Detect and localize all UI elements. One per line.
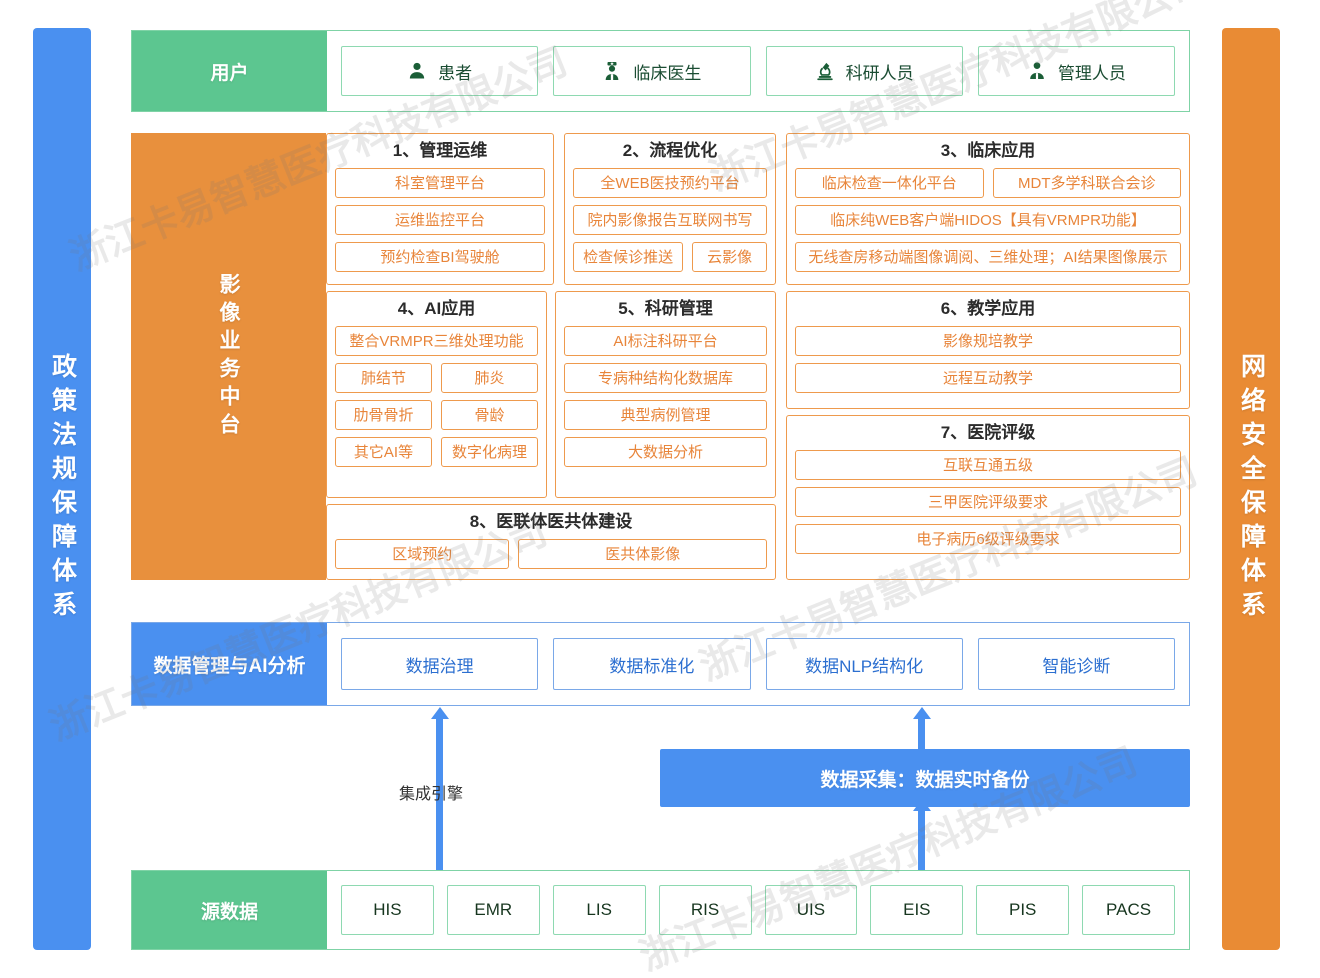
- data-card-governance[interactable]: 数据治理: [341, 638, 539, 690]
- chip-item[interactable]: 电子病历6级评级要求: [795, 524, 1181, 555]
- integration-engine-arrow: [436, 718, 443, 870]
- user-cards-container: 患者 临床医生: [327, 31, 1189, 111]
- chip-item[interactable]: 整合VRMPR三维处理功能: [335, 326, 538, 357]
- user-card-clinician[interactable]: 临床医生: [553, 46, 751, 96]
- section-hospital-rating: 7、医院评级 互联互通五级 三甲医院评级要求 电子病历6级评级要求: [786, 415, 1190, 580]
- user-card-label: 临床医生: [633, 63, 702, 83]
- section-process-optimization: 2、流程优化 全WEB医技预约平台 院内影像报告互联网书写 检查候诊推送 云影像: [564, 133, 776, 285]
- chip-item[interactable]: 肺炎: [441, 363, 538, 394]
- chip-item[interactable]: 专病种结构化数据库: [564, 363, 767, 394]
- user-card-researcher[interactable]: 科研人员: [765, 46, 963, 96]
- connector-zone: 集成引擎 数据采集：数据实时备份: [131, 706, 1190, 872]
- chip-item[interactable]: AI标注科研平台: [564, 326, 767, 357]
- source-data-label: 源数据: [132, 871, 327, 949]
- user-layer-label: 用户: [132, 31, 327, 111]
- section-title: 6、教学应用: [940, 299, 1036, 318]
- lower-left-group: 4、AI应用 整合VRMPR三维处理功能 肺结节 肺炎 肋骨骨折: [326, 291, 776, 580]
- section-title: 4、AI应用: [397, 299, 476, 318]
- chip-item[interactable]: 大数据分析: [564, 437, 767, 468]
- policy-regulation-pillar-label: 政策法规保障体系: [48, 353, 77, 625]
- chip-item[interactable]: 骨龄: [441, 400, 538, 431]
- chip-item[interactable]: MDT多学科联合会诊: [992, 168, 1181, 199]
- section-title: 1、管理运维: [392, 141, 488, 160]
- chip-item[interactable]: 区域预约: [335, 539, 510, 570]
- user-layer: 用户 患者 临床医生: [131, 30, 1190, 112]
- chip-item[interactable]: 临床纯WEB客户端HIDOS【具有VRMPR功能】: [795, 205, 1181, 236]
- data-card-nlp[interactable]: 数据NLP结构化: [765, 638, 963, 690]
- chip-item[interactable]: 典型病例管理: [564, 400, 767, 431]
- chip-item[interactable]: 临床检查一体化平台: [795, 168, 984, 199]
- network-security-pillar-label: 网络安全保障体系: [1237, 353, 1266, 625]
- section-title: 8、医联体医共体建设: [469, 512, 633, 531]
- data-card-smart-diagnosis[interactable]: 智能诊断: [977, 638, 1175, 690]
- doctor-icon: [602, 60, 622, 82]
- chip-item[interactable]: 检查候诊推送: [573, 242, 684, 273]
- network-security-pillar: 网络安全保障体系: [1222, 28, 1280, 950]
- user-card-label: 患者: [438, 63, 473, 83]
- source-card-his[interactable]: HIS: [341, 885, 434, 935]
- section-teaching-application: 6、教学应用 影像规培教学 远程互动教学: [786, 291, 1190, 409]
- chip-item[interactable]: 预约检查BI驾驶舱: [335, 242, 545, 273]
- user-card-patient[interactable]: 患者: [341, 46, 539, 96]
- chip-item[interactable]: 肺结节: [335, 363, 432, 394]
- section-research-management: 5、科研管理 AI标注科研平台 专病种结构化数据库 典型病例管理 大数据分析: [555, 291, 776, 498]
- data-management-cards: 数据治理 数据标准化 数据NLP结构化 智能诊断: [327, 623, 1189, 705]
- source-card-pacs[interactable]: PACS: [1082, 885, 1175, 935]
- chip-item[interactable]: 全WEB医技预约平台: [573, 168, 767, 199]
- section-ai-application: 4、AI应用 整合VRMPR三维处理功能 肺结节 肺炎 肋骨骨折: [326, 291, 547, 498]
- chip-item[interactable]: 三甲医院评级要求: [795, 487, 1181, 518]
- source-card-pis[interactable]: PIS: [976, 885, 1070, 935]
- administrator-icon: [1027, 60, 1047, 82]
- source-card-ris[interactable]: RIS: [658, 885, 752, 935]
- source-data-layer: 源数据 HIS EMR LIS RIS UIS EIS PIS PACS: [131, 870, 1190, 950]
- patient-icon: [407, 60, 427, 82]
- source-card-emr[interactable]: EMR: [446, 885, 540, 935]
- data-capture-bar: 数据采集：数据实时备份: [660, 749, 1190, 807]
- microscope-icon: [815, 60, 835, 82]
- integration-engine-label: 集成引擎: [399, 786, 464, 803]
- policy-regulation-pillar: 政策法规保障体系: [33, 28, 91, 950]
- capture-to-data-arrow: [918, 718, 925, 762]
- chip-item[interactable]: 云影像: [692, 242, 767, 273]
- source-data-cards: HIS EMR LIS RIS UIS EIS PIS PACS: [327, 871, 1189, 949]
- chip-item[interactable]: 院内影像报告互联网书写: [573, 205, 767, 236]
- chip-item[interactable]: 肋骨骨折: [335, 400, 432, 431]
- imaging-platform-layer: 影像业务中台 1、管理运维 科室管理平台 运维监控平台 预约检查BI驾驶舱 2、…: [131, 133, 1190, 580]
- source-card-eis[interactable]: EIS: [870, 885, 964, 935]
- section-title: 7、医院评级: [940, 423, 1036, 442]
- source-to-capture-arrow: [918, 810, 925, 872]
- user-card-label: 科研人员: [845, 63, 914, 83]
- imaging-platform-label: 影像业务中台: [131, 133, 326, 580]
- chip-item[interactable]: 互联互通五级: [795, 450, 1181, 481]
- section-title: 5、科研管理: [618, 299, 713, 318]
- section-clinical-application: 3、临床应用 临床检查一体化平台 MDT多学科联合会诊 临床纯WEB客户端HID…: [786, 133, 1190, 285]
- chip-item[interactable]: 科室管理平台: [335, 168, 545, 199]
- section-medical-alliance: 8、医联体医共体建设 区域预约 医共体影像: [326, 504, 776, 580]
- imaging-platform-body: 1、管理运维 科室管理平台 运维监控平台 预约检查BI驾驶舱 2、流程优化 全W…: [326, 133, 1190, 580]
- imaging-platform-label-text: 影像业务中台: [217, 272, 240, 441]
- section-management-ops: 1、管理运维 科室管理平台 运维监控平台 预约检查BI驾驶舱: [326, 133, 554, 285]
- source-card-uis[interactable]: UIS: [764, 885, 858, 935]
- data-management-label: 数据管理与AI分析: [132, 623, 327, 705]
- chip-item[interactable]: 运维监控平台: [335, 205, 545, 236]
- data-card-standardization[interactable]: 数据标准化: [553, 638, 751, 690]
- chip-item[interactable]: 医共体影像: [518, 539, 767, 570]
- data-management-layer: 数据管理与AI分析 数据治理 数据标准化 数据NLP结构化 智能诊断: [131, 622, 1190, 706]
- chip-item[interactable]: 远程互动教学: [795, 363, 1181, 394]
- user-card-label: 管理人员: [1057, 63, 1126, 83]
- source-card-lis[interactable]: LIS: [552, 885, 646, 935]
- section-title: 2、流程优化: [622, 141, 718, 160]
- chip-item[interactable]: 影像规培教学: [795, 326, 1181, 357]
- section-title: 3、临床应用: [940, 141, 1036, 160]
- lower-right-group: 6、教学应用 影像规培教学 远程互动教学 7、医院评级 互联互通五级 三甲医院评…: [786, 291, 1190, 580]
- chip-item[interactable]: 无线查房移动端图像调阅、三维处理；AI结果图像展示: [795, 242, 1181, 273]
- chip-item[interactable]: 其它AI等: [335, 437, 432, 468]
- chip-item[interactable]: 数字化病理: [441, 437, 538, 468]
- user-card-administrator[interactable]: 管理人员: [977, 46, 1175, 96]
